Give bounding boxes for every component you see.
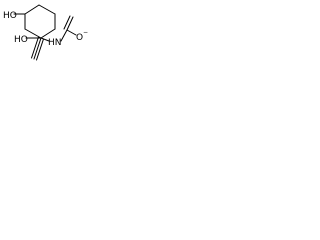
ring-bond-bottom-left bbox=[24, 28, 42, 39]
bond-n-c bbox=[60, 29, 68, 42]
ring-bond-bottom-right bbox=[40, 28, 56, 39]
ring-bond-top bbox=[24, 4, 40, 15]
molecule-structure: HO HO HN O − bbox=[3, 4, 88, 61]
ring-bond-top-right bbox=[38, 4, 56, 15]
bond-c-o-minus bbox=[66, 29, 77, 36]
bond-c-o-double-2 bbox=[63, 15, 71, 30]
hydroxyl-middle-label: HO bbox=[14, 35, 28, 45]
ethynyl-triple-bond bbox=[31, 36, 44, 61]
ethynyl-bond-1 bbox=[33, 37, 42, 60]
bond-c1-nh bbox=[40, 37, 50, 42]
oxygen-negative-charge: − bbox=[83, 29, 88, 36]
bond-c-o-double-1 bbox=[66, 16, 74, 31]
ethynyl-bond-3 bbox=[31, 36, 39, 59]
hydroxyl-top-label: HO bbox=[3, 11, 17, 21]
cyclohexane-ring bbox=[24, 4, 56, 39]
nh-label: HN bbox=[48, 38, 62, 48]
oxygen-minus-label: O bbox=[76, 33, 83, 43]
molecule-figure: HO HO HN O − bbox=[0, 0, 96, 78]
ethynyl-bond-2 bbox=[36, 38, 44, 61]
